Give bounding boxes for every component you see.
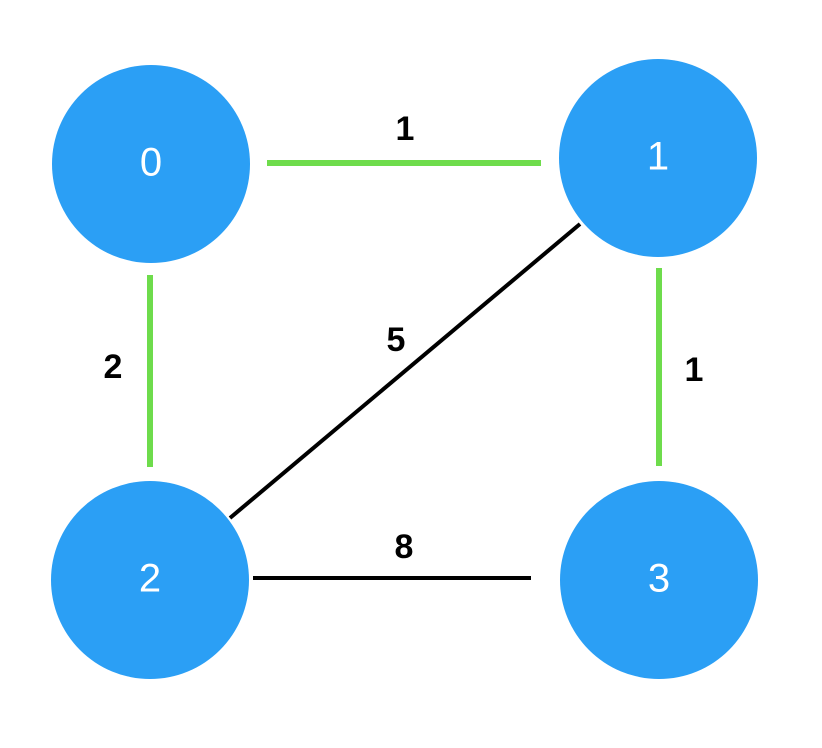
edges-layer [147, 160, 662, 580]
graph-node-0[interactable]: 0 [52, 65, 250, 263]
graph-node-3[interactable]: 3 [560, 481, 758, 679]
node-label-2: 2 [139, 557, 161, 601]
node-circle-2[interactable] [51, 481, 249, 679]
graph-edge-1-2[interactable] [228, 222, 582, 520]
node-label-1: 1 [647, 135, 669, 179]
edge-weight-label-0-2: 2 [104, 348, 123, 386]
node-label-3: 3 [648, 557, 670, 601]
nodes-layer: 0 1 2 3 [51, 59, 758, 679]
edge-labels-layer: 1 2 5 1 8 [104, 110, 704, 566]
node-circle-3[interactable] [560, 481, 758, 679]
node-circle-1[interactable] [559, 59, 757, 257]
graph-node-2[interactable]: 2 [51, 481, 249, 679]
edge-weight-label-0-1: 1 [396, 110, 415, 148]
graph-node-1[interactable]: 1 [559, 59, 757, 257]
node-circle-0[interactable] [52, 65, 250, 263]
edge-weight-label-2-3: 8 [395, 528, 414, 566]
edge-weight-label-1-2: 5 [387, 321, 406, 359]
node-label-0: 0 [140, 141, 162, 185]
edge-weight-label-1-3: 1 [685, 351, 704, 389]
